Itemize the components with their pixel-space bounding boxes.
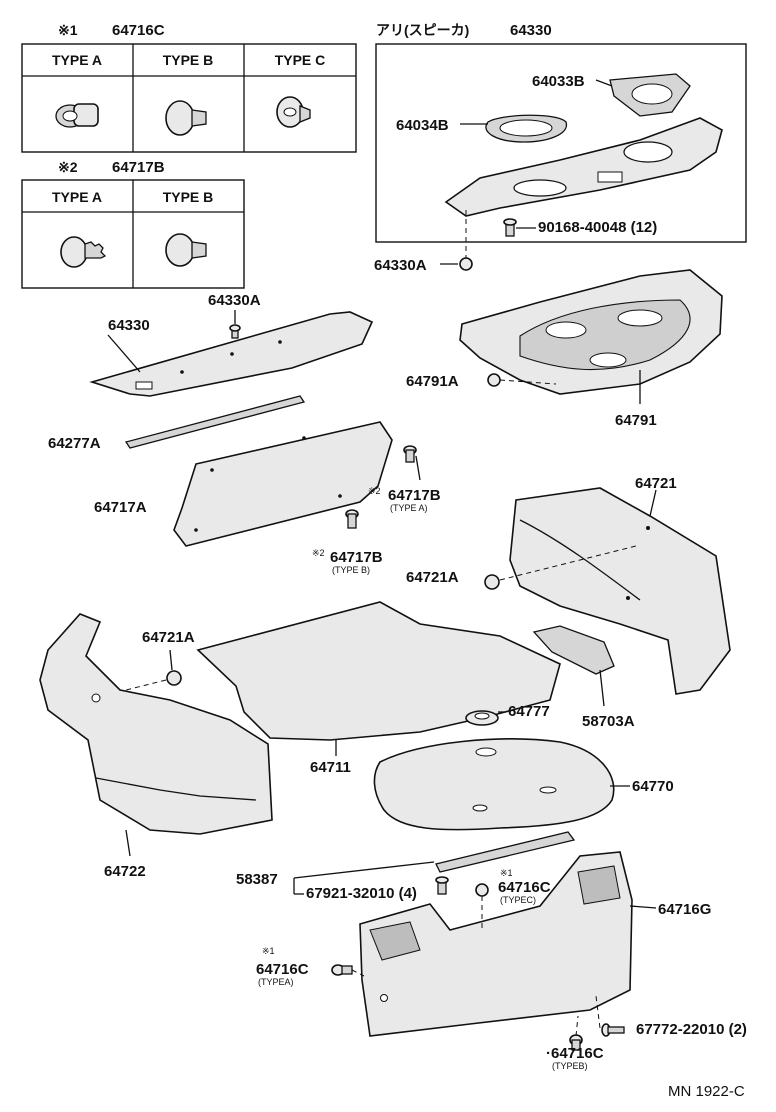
clip-64721a-left-icon	[166, 670, 182, 686]
screw-67772-icon	[601, 1023, 625, 1037]
label-64770: 64770	[632, 778, 674, 795]
label-64716c-b: ·64716C	[546, 1045, 604, 1062]
label-64716c-a-mark: ※1	[262, 946, 275, 956]
spare-tire-cover-64770	[373, 738, 615, 831]
legend-2-type-b: TYPE B	[163, 189, 214, 205]
label-64034b: 64034B	[396, 117, 449, 134]
label-64717b-b: 64717B	[330, 549, 383, 566]
legend-1-mark: ※1	[58, 22, 78, 38]
label-64716c-a-type: (TYPEA)	[258, 977, 294, 987]
speaker-inset: アリ(スピーカ) 64330 90168-40048 (12) 64033B 6…	[375, 22, 747, 243]
drawing-number: MN 1922-C	[668, 1083, 745, 1100]
clip2-type-b-icon	[165, 233, 207, 267]
label-64717b-a-type: (TYPE A)	[390, 503, 428, 513]
legend-table-1: ※1 64716C TYPE A TYPE B TYPE C	[21, 22, 357, 153]
label-58703a: 58703A	[582, 713, 635, 730]
label-64716c-b-type: (TYPEB)	[552, 1061, 588, 1071]
label-64711: 64711	[310, 759, 351, 776]
clip-type-b-icon	[165, 100, 207, 136]
legend-1-type-b: TYPE B	[163, 52, 214, 68]
legend-2-type-a: TYPE A	[52, 189, 102, 205]
clip-64330a-icon	[229, 324, 241, 339]
label-64277a: 64277A	[48, 435, 101, 452]
clip-64716c-type-b-icon	[569, 1034, 583, 1051]
floor-mat-64711	[196, 601, 561, 741]
label-64716c-c: 64716C	[498, 879, 551, 896]
clip-64330a-inset-icon	[459, 257, 473, 271]
trunk-lid-lining-64791	[459, 269, 723, 395]
label-64717b-a-mark: ※2	[368, 486, 381, 496]
sill-plate-58387	[435, 831, 576, 873]
clip-64716c-type-c-icon	[475, 883, 489, 897]
label-64716c-c-mark: ※1	[500, 868, 513, 878]
label-64330a: 64330A	[208, 292, 261, 309]
clip-type-a-icon	[55, 103, 99, 128]
board-64717a	[173, 421, 393, 547]
label-64721a-left: 64721A	[142, 629, 195, 646]
label-64717b-b-type: (TYPE B)	[332, 565, 370, 575]
clip-64791a-icon	[487, 373, 501, 387]
legend-2-part: 64717B	[112, 159, 165, 176]
clip-64717b-type-b-icon	[345, 509, 359, 529]
clip-64717b-type-a-icon	[403, 445, 417, 463]
label-64722: 64722	[104, 863, 146, 880]
strip-64277a	[124, 395, 306, 449]
label-64717b-a: 64717B	[388, 487, 441, 504]
legend-table-2: ※2 64717B TYPE A TYPE B	[21, 159, 245, 289]
legend-1-type-a: TYPE A	[52, 52, 102, 68]
grommet-64777-icon	[465, 710, 499, 726]
label-67921: 67921-32010 (4)	[306, 885, 417, 902]
legend-1-type-c: TYPE C	[275, 52, 326, 68]
inset-note: アリ(スピーカ)	[376, 22, 469, 38]
pad-58703a	[532, 625, 615, 675]
label-64717b-b-mark: ※2	[312, 548, 325, 558]
label-64721a-right: 64721A	[406, 569, 459, 586]
clip2-type-a-icon	[60, 236, 107, 268]
side-trim-left-64722	[39, 613, 273, 835]
label-64716g: 64716G	[658, 901, 711, 918]
label-64721: 64721	[635, 475, 677, 492]
label-64330: 64330	[108, 317, 150, 334]
clip-64716c-type-a-icon	[331, 964, 353, 976]
clip-type-c-icon	[276, 96, 311, 128]
label-64791a: 64791A	[406, 373, 459, 390]
screw-67921-icon	[435, 876, 449, 895]
inset-part: 64330	[510, 22, 552, 39]
label-90168: 90168-40048 (12)	[538, 219, 657, 236]
legend-2-mark: ※2	[58, 159, 78, 175]
label-64791: 64791	[615, 412, 657, 429]
screw-90168-icon	[503, 218, 517, 237]
label-64717a: 64717A	[94, 499, 147, 516]
label-58387: 58387	[236, 871, 278, 888]
label-64330a-inset: 64330A	[374, 257, 427, 274]
label-64033b: 64033B	[532, 73, 585, 90]
package-tray-trim-64330	[89, 311, 374, 397]
back-trim-64716g	[359, 851, 633, 1037]
label-64716c-a: 64716C	[256, 961, 309, 978]
label-64777: 64777	[508, 703, 550, 720]
label-64716c-c-type: (TYPEC)	[500, 895, 536, 905]
legend-1-part: 64716C	[112, 22, 165, 39]
clip-64721a-right-icon	[484, 574, 500, 590]
inset-package-tray	[444, 117, 723, 217]
label-67772: 67772-22010 (2)	[636, 1021, 747, 1038]
